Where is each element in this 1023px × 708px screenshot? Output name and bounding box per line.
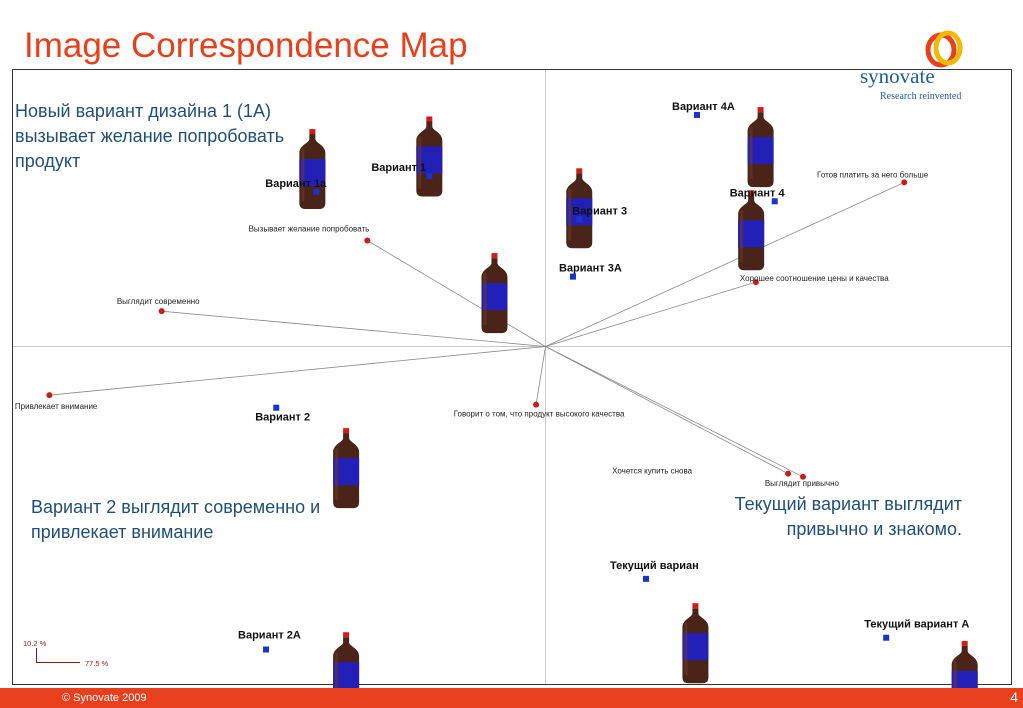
variant-label: Вариант 2А [238, 630, 301, 642]
variant-label: Текущий вариан [610, 560, 699, 572]
variant-point [569, 273, 576, 280]
attribute-label: Выглядит привычно [765, 479, 840, 488]
attribute-vector [367, 240, 546, 347]
bottle-image [951, 640, 978, 688]
bottle-image [416, 116, 443, 197]
bottle-cap [491, 253, 498, 259]
variant-point [642, 575, 649, 582]
bottle-cap [692, 603, 699, 609]
page-title: Image Correspondence Map [24, 26, 468, 65]
attribute-vector [545, 182, 905, 347]
variant-label: Вариант 3 [572, 205, 627, 217]
scale-vertical-label: 10.2 % [23, 639, 47, 648]
copyright: © Synovate 2009 [62, 692, 147, 704]
variant-point [426, 173, 433, 180]
note-current-variant: Текущий вариант выглядит привычно и знак… [734, 494, 962, 539]
attribute-label: Вызывает желание попробовать [249, 225, 370, 234]
bottle-image [481, 253, 508, 334]
bottle-cap [576, 168, 583, 174]
variant-points: Вариант 1 Вариант 1а Вариант 3 Вариант 3А Ва… [238, 101, 969, 653]
attribute-label: Хорошее соотношение цены и качества [740, 274, 889, 283]
variant-label: Вариант 2 [255, 412, 310, 424]
variant-point [263, 646, 270, 653]
bottle-image [333, 428, 360, 509]
bottle-highlight [301, 149, 305, 202]
attribute-label: Говорит о том, что продукт высокого каче… [454, 410, 625, 419]
attribute-point [901, 179, 908, 186]
attribute-point [799, 473, 806, 480]
bottle-highlight [749, 127, 753, 180]
variant-label: Вариант 3А [559, 263, 622, 275]
variant-point [576, 216, 583, 223]
synovate-logo: synovate Research reinvented [858, 28, 968, 108]
bottle-cap [426, 116, 433, 122]
variant-label: Вариант 4 [730, 187, 786, 199]
attribute-point [158, 308, 165, 315]
variant-label: Вариант 1 [371, 162, 426, 174]
attribute-vector [49, 346, 546, 396]
bottle-highlight [568, 188, 572, 241]
attribute-vector [545, 281, 756, 347]
attribute-point [364, 237, 371, 244]
attribute-point [46, 392, 53, 399]
attribute-vector [161, 310, 546, 347]
bottle-cap [309, 129, 316, 135]
note-new-variant: Новый вариант дизайна 1 (1А) вызывает же… [15, 101, 285, 171]
variant-label: Текущий вариант А [864, 619, 969, 631]
bottle-highlight [418, 136, 422, 189]
bottle-image [738, 190, 765, 271]
bottle-highlight [335, 652, 339, 688]
attribute-label: Готов платить за него больше [817, 170, 929, 179]
attribute-vectors [49, 182, 905, 478]
bottle-image [299, 129, 326, 210]
attribute-vector [545, 346, 789, 475]
bottle-images [299, 107, 978, 688]
bottle-cap [961, 640, 968, 646]
bottle-highlight [483, 273, 487, 326]
attribute-vector [535, 346, 546, 405]
variant-label: Вариант 4А [672, 101, 735, 113]
attribute-point [752, 279, 759, 286]
logo-tagline: Research reinvented [880, 91, 962, 102]
synovate-logo-icon [925, 30, 963, 68]
attribute-label: Выглядит современно [117, 297, 200, 306]
bottle-image [747, 107, 774, 188]
attribute-vector [545, 346, 804, 478]
correspondence-map: Вариант 1 Вариант 1а Вариант 3 Вариант 3А Ва… [12, 69, 1012, 688]
attribute-point [785, 470, 792, 477]
page-number: 4 [1010, 689, 1018, 705]
bottle-cap [343, 632, 350, 638]
bottle-cap [343, 428, 350, 434]
bottle-highlight [953, 660, 957, 688]
variant-point [694, 111, 701, 118]
variant-point [771, 198, 778, 205]
bottle-cap [748, 190, 755, 196]
bottle-highlight [740, 210, 744, 263]
variant-point [883, 634, 890, 641]
scale-horizontal-label: 77.5 % [85, 659, 109, 668]
axis-scale: 10.2 % 77.5 % [23, 639, 109, 668]
bottle-label [951, 670, 978, 688]
variant-point [313, 188, 320, 195]
variant-point [273, 404, 280, 411]
bottle-cap [757, 107, 764, 113]
bottle-highlight [335, 448, 339, 501]
variant-label: Вариант 1а [265, 178, 327, 190]
footer-bar: © Synovate 2009 4 [0, 688, 1023, 708]
bottle-image [333, 632, 360, 688]
logo-wordmark: synovate [860, 64, 935, 88]
bottle-highlight [684, 623, 688, 676]
attribute-point [533, 401, 540, 408]
note-variant-2: Вариант 2 выглядит современно и привлека… [31, 497, 321, 542]
attribute-label: Привлекает внимание [15, 402, 98, 411]
bottle-image [682, 603, 709, 684]
attribute-label: Хочется купить снова [612, 467, 692, 476]
plot-frame [12, 69, 1012, 685]
